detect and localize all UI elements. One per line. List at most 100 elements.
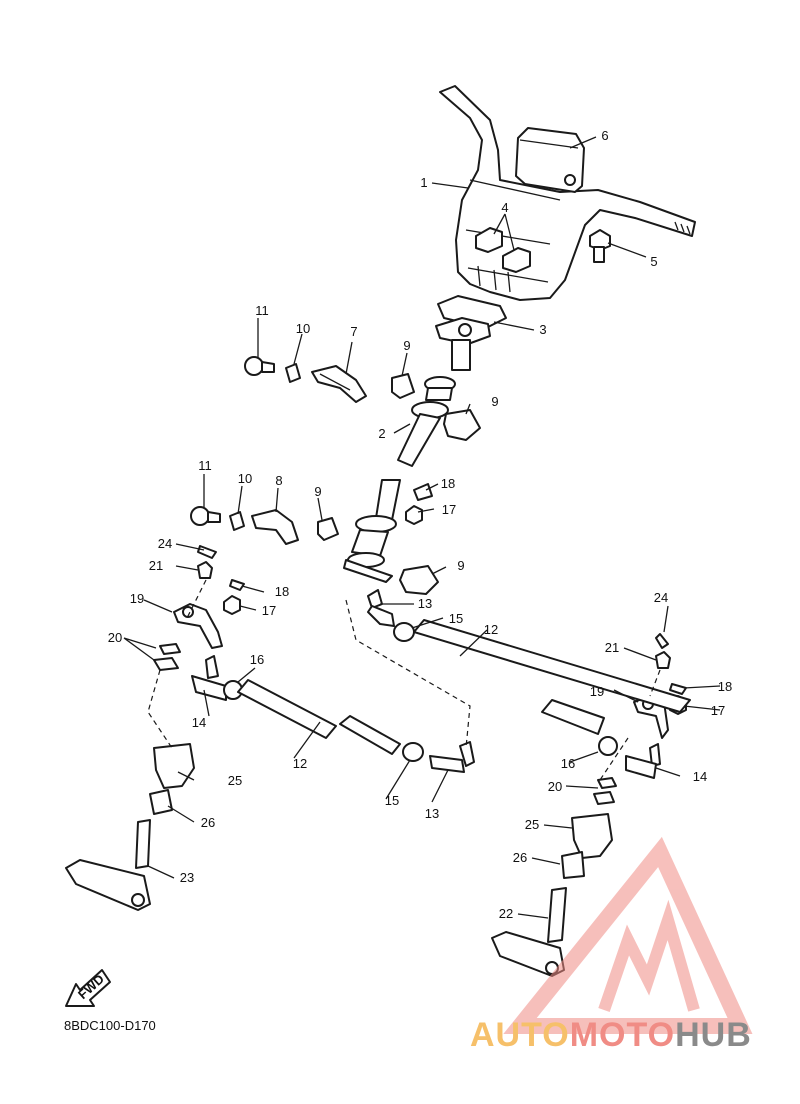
ball-joint-13-lower [429,741,475,773]
ball-joint-14-right [625,743,661,779]
callout-13b: 13 [425,806,439,821]
bushing-9-b [443,409,481,441]
callout-labels: 1 2 3 4 5 6 7 8 9 9 9 9 10 10 11 11 12 1… [108,128,732,921]
ball-joint-14-left [191,655,227,701]
callout-4: 4 [501,200,508,215]
locknut-15-upper [393,622,415,642]
callout-15a: 15 [449,611,463,626]
relation-line-right [599,669,661,781]
callout-16b: 16 [561,756,575,771]
watermark-logo [503,836,753,1034]
callout-18c: 18 [718,679,732,694]
nut-17-a [405,505,423,525]
washers-20-left [153,643,181,671]
relation-line-center [345,599,471,749]
callout-16a: 16 [250,652,264,667]
bushing-9-d [399,565,439,595]
callout-18b: 18 [275,584,289,599]
forward-direction-arrow: FWD [65,969,111,1007]
callout-9b: 9 [491,394,498,409]
callout-17a: 17 [442,502,456,517]
callout-2: 2 [378,426,385,441]
callout-1: 1 [420,175,427,190]
steering-column [397,339,471,467]
callout-17c: 17 [711,703,725,718]
callout-22: 22 [499,906,513,921]
pitman-arm-left [173,603,223,649]
callout-23: 23 [180,870,194,885]
leader-lines [123,136,721,919]
nut-10-lower [229,511,245,531]
callout-17b: 17 [262,603,276,618]
bolt-11-lower [190,506,221,526]
steering-knuckle-23-left [65,819,151,911]
callout-9d: 9 [457,558,464,573]
washers-20-right [593,777,617,805]
callout-10b: 10 [238,471,252,486]
bushing-9-a [391,373,415,399]
pin-24-left [197,545,217,559]
nut-21-right [655,651,671,669]
column-clamp-upper [311,365,367,403]
callout-25b: 25 [525,817,539,832]
callout-15b: 15 [385,793,399,808]
callout-21a: 21 [149,558,163,573]
bushing-26-right [561,851,585,879]
callout-7: 7 [350,324,357,339]
cotter-pin-18-c [669,683,687,695]
bolt-11-upper [244,356,275,376]
callout-26b: 26 [513,850,527,865]
cotter-pin-18-a [413,483,433,501]
locknut-16-right [598,736,618,756]
pin-24-right [655,633,669,649]
callout-13a: 13 [418,596,432,611]
bushing-9-c [317,517,339,541]
callout-6: 6 [601,128,608,143]
callout-3: 3 [539,322,546,337]
callout-14b: 14 [693,769,707,784]
tie-rod-12-upper [413,619,691,735]
callout-21b: 21 [605,640,619,655]
callout-24a: 24 [158,536,172,551]
callout-9c: 9 [314,484,321,499]
callout-14a: 14 [192,715,206,730]
callout-5: 5 [650,254,657,269]
dust-seal-25-left [153,743,195,789]
callout-18a: 18 [441,476,455,491]
callout-20a: 20 [108,630,122,645]
handlebar [439,85,696,301]
relation-line-left [147,579,207,749]
handlebar-bolt [589,229,611,263]
callout-12b: 12 [293,756,307,771]
dust-seal-25-right [571,813,613,859]
nut-17-b [223,595,241,615]
callout-24b: 24 [654,590,668,605]
column-clamp-lower [251,509,299,545]
watermark-part-auto: AUTO [470,1016,570,1054]
steering-knuckle-22-right [491,887,567,977]
steering-column-upper-bracket [435,295,507,345]
callout-11a: 11 [255,303,269,318]
callout-26a: 26 [201,815,215,830]
handlebar-pad [515,127,585,193]
callout-10a: 10 [296,321,310,336]
callout-25a: 25 [228,773,242,788]
tie-rod-12-lower [237,679,401,755]
callout-8: 8 [275,473,282,488]
callout-19a: 19 [130,591,144,606]
watermark-part-moto: MOTO [569,1016,676,1054]
locknut-15-lower [402,742,424,762]
callout-19b: 19 [590,684,604,699]
callout-20b: 20 [548,779,562,794]
handlebar-holders [475,227,531,273]
nut-10-upper [285,363,301,383]
callout-12a: 12 [484,622,498,637]
cotter-pin-18-b [229,579,245,591]
watermark-part-hub: HUB [675,1016,752,1054]
watermark-text: AUTOMOTOHUB [470,1016,752,1055]
callout-11b: 11 [198,458,212,473]
ball-joint-13-upper [367,589,395,627]
nut-21-left [197,561,213,579]
callout-9a: 9 [403,338,410,353]
